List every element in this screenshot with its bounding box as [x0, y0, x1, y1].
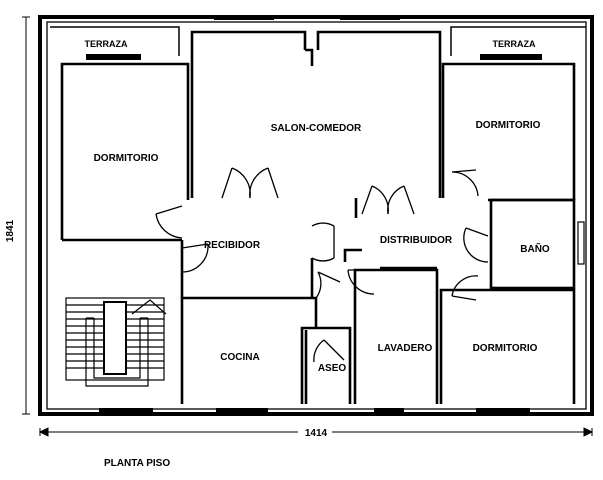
dimension-height: 1841: [5, 219, 16, 242]
terrace-left: [50, 26, 180, 60]
room-label-lavadero: LAVADERO: [378, 343, 433, 354]
room-label-terraza-right: TERRAZA: [493, 39, 536, 49]
exterior-walls: [38, 15, 594, 416]
room-label-distribuidor: DISTRIBUIDOR: [380, 235, 453, 246]
room-label-bano: BAÑO: [520, 242, 550, 255]
terrace-right: [450, 26, 586, 60]
room-labels: TERRAZA TERRAZA DORMITORIO SALON-COMEDOR…: [85, 39, 550, 374]
plan-caption: PLANTA PISO: [104, 458, 171, 469]
room-label-terraza-left: TERRAZA: [85, 39, 128, 49]
windows: [99, 15, 585, 413]
room-label-dormitorio-right-top: DORMITORIO: [476, 120, 541, 131]
room-label-salon-comedor: SALON-COMEDOR: [271, 123, 362, 134]
dimension-width: 1414: [305, 428, 328, 439]
room-label-recibidor: RECIBIDOR: [204, 240, 261, 251]
staircase: [65, 297, 167, 387]
room-label-dormitorio-left: DORMITORIO: [94, 153, 159, 164]
interior-walls: [60, 30, 576, 404]
doors: [155, 167, 489, 363]
room-label-aseo: ASEO: [318, 363, 347, 374]
room-label-cocina: COCINA: [220, 352, 259, 363]
room-label-dormitorio-right-bottom: DORMITORIO: [473, 343, 538, 354]
